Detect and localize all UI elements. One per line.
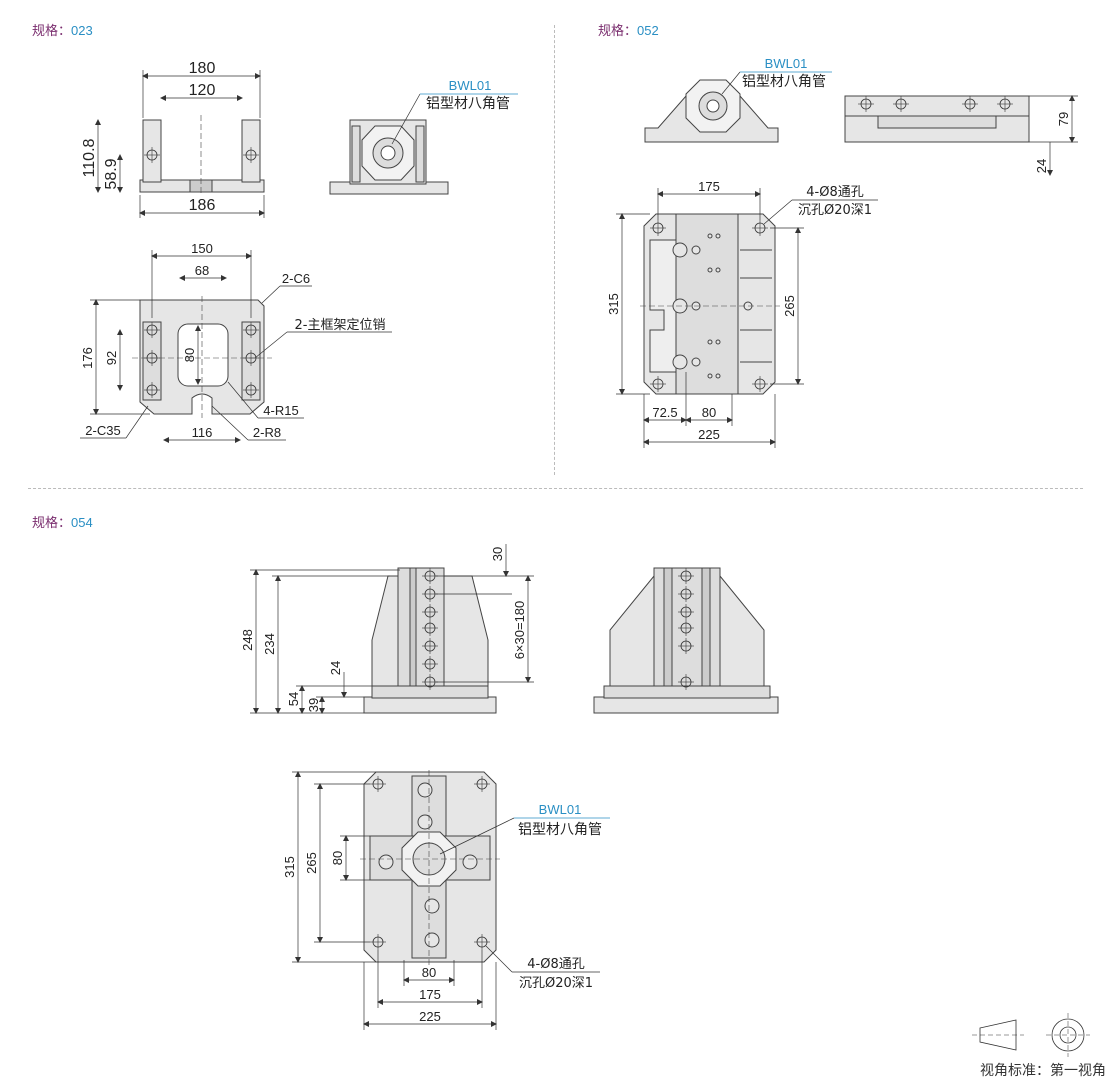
s023-dim-80: 80 bbox=[182, 348, 197, 362]
s052-dim-24: 24 bbox=[1034, 159, 1049, 173]
s054-dim-265: 265 bbox=[304, 852, 319, 874]
s052-dim-175: 175 bbox=[698, 179, 720, 194]
s054-dim-234: 234 bbox=[262, 633, 277, 655]
s054-dim-54: 54 bbox=[286, 692, 301, 706]
s023-label-pin: 2-主框架定位销 bbox=[295, 318, 386, 333]
s052-plan-dims bbox=[616, 188, 878, 448]
s023-plan-view bbox=[132, 296, 272, 418]
s054-plan-view bbox=[360, 770, 500, 966]
s054-dim-225: 225 bbox=[419, 1009, 441, 1024]
s054-hole-note-2: 沉孔Ø20深1 bbox=[519, 976, 593, 991]
s054-dim-39: 39 bbox=[306, 698, 321, 712]
s054-dim-30: 30 bbox=[490, 547, 505, 561]
s023-plan-dims bbox=[80, 250, 392, 443]
horizontal-separator bbox=[28, 488, 1083, 489]
s052-dim-72-5: 72.5 bbox=[652, 405, 677, 420]
s052-dim-315: 315 bbox=[606, 293, 621, 315]
s023-part-code: BWL01 bbox=[449, 78, 492, 93]
s052-part-code: BWL01 bbox=[765, 56, 808, 71]
s023-dim-92: 92 bbox=[104, 351, 119, 365]
s023-label-c35: 2-C35 bbox=[85, 423, 120, 438]
s052-dim-265: 265 bbox=[782, 295, 797, 317]
s054-part-name: 铝型材八角管 bbox=[518, 822, 602, 838]
s023-dim-186: 186 bbox=[189, 197, 216, 214]
s023-dim-180: 180 bbox=[189, 60, 216, 77]
s023-label-r15: 4-R15 bbox=[263, 403, 298, 418]
projection-symbol-icon bbox=[972, 1013, 1090, 1057]
s023-dim-150: 150 bbox=[191, 241, 213, 256]
s052-dim-80: 80 bbox=[702, 405, 716, 420]
s052-hole-note-2: 沉孔Ø20深1 bbox=[798, 203, 872, 218]
s054-part-code: BWL01 bbox=[539, 802, 582, 817]
s054-front-dims bbox=[250, 544, 534, 714]
spec-label-023: 规格：023 bbox=[32, 23, 93, 39]
s052-plan-view bbox=[640, 213, 780, 395]
s054-dim-24: 24 bbox=[328, 661, 343, 675]
s052-dim-225: 225 bbox=[698, 427, 720, 442]
s023-dim-120: 120 bbox=[189, 82, 216, 99]
s052-hole-note-1: 4-Ø8通孔 bbox=[806, 185, 863, 200]
s052-side-view-right bbox=[844, 95, 1030, 143]
s054-side-view bbox=[593, 567, 779, 714]
s054-dim-248: 248 bbox=[240, 629, 255, 651]
s023-dim-176: 176 bbox=[80, 347, 95, 369]
s023-dim-68: 68 bbox=[195, 263, 209, 278]
s023-part-callout: BWL01 铝型材八角管 bbox=[391, 78, 518, 145]
s052-part-name: 铝型材八角管 bbox=[742, 74, 826, 90]
s023-label-r8: 2-R8 bbox=[253, 425, 281, 440]
s023-part-name: 铝型材八角管 bbox=[426, 96, 510, 112]
s054-front-view bbox=[363, 567, 497, 714]
vertical-separator bbox=[554, 25, 555, 475]
s052-part-callout: BWL01 铝型材八角管 bbox=[721, 56, 832, 95]
s052-side-view-left bbox=[644, 79, 779, 143]
spec-label-054: 规格：054 bbox=[32, 515, 93, 531]
s023-dim-116: 116 bbox=[192, 425, 213, 440]
s023-dim-58: 58.9 bbox=[103, 158, 120, 189]
s052-dim-79: 79 bbox=[1056, 112, 1071, 126]
spec-label-052: 规格：052 bbox=[598, 23, 659, 39]
s054-plan-dims bbox=[292, 771, 600, 1030]
projection-standard-note: 视角标准：第一视角 bbox=[980, 1063, 1106, 1079]
s023-dim-110: 110.8 bbox=[81, 138, 98, 177]
s054-dim-6x30: 6×30=180 bbox=[512, 601, 527, 660]
s054-dim-175: 175 bbox=[419, 987, 441, 1002]
s054-part-callout: BWL01 铝型材八角管 bbox=[439, 802, 610, 855]
s052-side-dims bbox=[1029, 95, 1078, 176]
s054-hole-note-1: 4-Ø8通孔 bbox=[527, 957, 584, 972]
s023-label-c6: 2-C6 bbox=[282, 271, 310, 286]
s023-front-view bbox=[139, 115, 265, 195]
s054-dim-80-vertical: 80 bbox=[330, 851, 345, 865]
s054-dim-80: 80 bbox=[422, 965, 436, 980]
s054-dim-315: 315 bbox=[282, 856, 297, 878]
s023-front-dims bbox=[95, 70, 265, 218]
s023-side-view bbox=[329, 119, 449, 195]
